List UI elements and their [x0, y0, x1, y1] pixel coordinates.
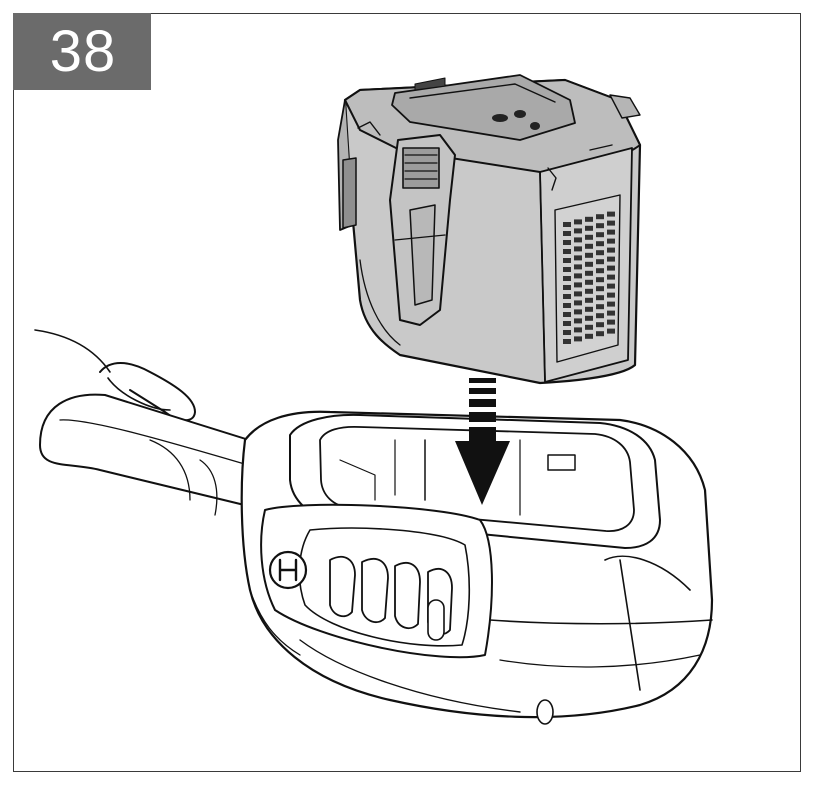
- battery-vent-slot: [607, 220, 615, 226]
- battery-vent-slot: [607, 265, 615, 271]
- battery-vent-slot: [596, 214, 604, 220]
- battery-vent-slot: [585, 279, 593, 285]
- battery-vent-slot: [574, 282, 582, 288]
- battery-vent-slot: [607, 256, 615, 262]
- battery-vent-slot: [574, 300, 582, 306]
- battery-vent-slot: [563, 240, 571, 245]
- battery-vent-slot: [596, 322, 604, 328]
- battery-vent-slot: [607, 310, 615, 316]
- battery-vent-slot: [585, 288, 593, 294]
- battery-vent-slot: [585, 234, 593, 240]
- battery-vent-slot: [574, 336, 582, 342]
- battery-vent-slot: [596, 268, 604, 274]
- battery-vent-slot: [574, 327, 582, 333]
- battery-vent-slot: [574, 318, 582, 324]
- battery-vent-slot: [607, 283, 615, 289]
- battery-vent-slot: [574, 219, 582, 225]
- battery-vent-slot: [585, 324, 593, 330]
- battery-vent-slot: [585, 252, 593, 258]
- battery-vent-slot: [563, 231, 571, 236]
- battery-vent-slot: [607, 292, 615, 298]
- battery-vent-slot: [607, 238, 615, 244]
- battery-vent-slot: [563, 339, 571, 344]
- battery-vent-slot: [563, 294, 571, 299]
- battery-vent-slot: [585, 297, 593, 303]
- battery-vent-slot: [607, 247, 615, 253]
- battery-vent-slot: [607, 328, 615, 334]
- battery-vent-slot: [563, 312, 571, 317]
- battery-vent-slot: [596, 241, 604, 247]
- battery-vent-slot: [596, 313, 604, 319]
- brand-logo-icon: [268, 550, 308, 590]
- battery-vent-slot: [596, 331, 604, 337]
- battery-vent-slot: [596, 304, 604, 310]
- battery-vent-slot: [596, 277, 604, 283]
- battery-vent-slot: [563, 330, 571, 335]
- battery-vent-slot: [563, 267, 571, 272]
- battery-vent-slot: [585, 333, 593, 339]
- battery-vent-slot: [574, 273, 582, 279]
- battery-vent-slot: [574, 246, 582, 252]
- battery-vent-slot: [607, 274, 615, 280]
- battery-vent-slot: [596, 295, 604, 301]
- battery-vent-slot: [596, 223, 604, 229]
- battery-vent-slot: [574, 291, 582, 297]
- battery-vent-slot: [585, 315, 593, 321]
- battery-vent-slot: [563, 258, 571, 263]
- battery-vent-slot: [563, 285, 571, 290]
- battery-vent-slot: [607, 211, 615, 217]
- battery-vent-slot: [585, 225, 593, 231]
- battery-vent-slot: [596, 250, 604, 256]
- battery-vent-slot: [574, 228, 582, 234]
- battery-vent-slot: [574, 255, 582, 261]
- battery-vent-slot: [574, 237, 582, 243]
- battery-vent-slot: [563, 249, 571, 254]
- battery-vent-slot: [596, 232, 604, 238]
- battery-vent-slot: [585, 243, 593, 249]
- battery-vent-slot: [585, 261, 593, 267]
- battery-vent-slot: [585, 306, 593, 312]
- insert-arrow-icon: [455, 378, 510, 505]
- battery-vent-slot: [607, 319, 615, 325]
- battery-vent-slot: [563, 276, 571, 281]
- tool-body-icon: [34, 329, 714, 725]
- battery-vent-slot: [596, 259, 604, 265]
- battery-vent-slot: [607, 301, 615, 307]
- step-number-badge: 38: [13, 13, 151, 90]
- battery-vent-slot: [574, 309, 582, 315]
- battery-vent-slot: [596, 286, 604, 292]
- battery-vent-slot: [574, 264, 582, 270]
- battery-vent-slot: [585, 216, 593, 222]
- battery-vent-slot: [585, 270, 593, 276]
- battery-vent-slot: [563, 321, 571, 326]
- battery-vent-slot: [607, 229, 615, 235]
- battery-vent-slot: [563, 222, 571, 227]
- battery-vent-slot: [563, 303, 571, 308]
- battery-pack-icon: [337, 74, 642, 385]
